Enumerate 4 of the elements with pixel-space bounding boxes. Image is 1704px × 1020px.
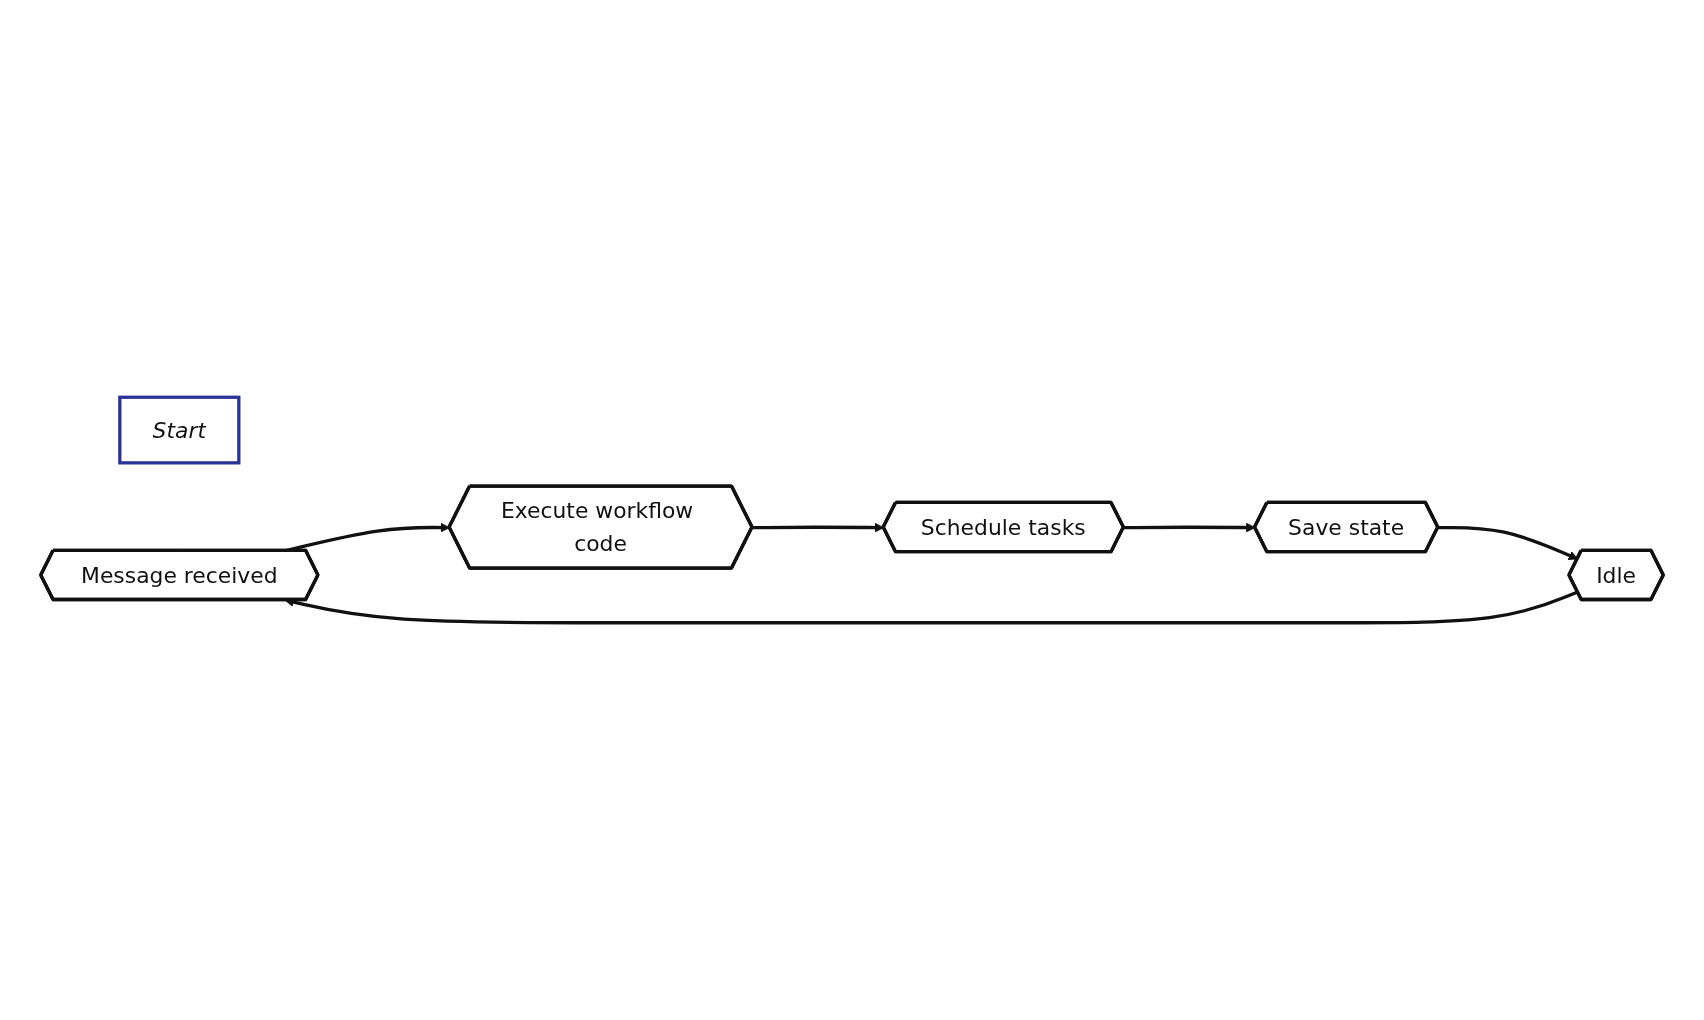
arrow (1123, 522, 1256, 533)
node-box: Start (118, 395, 241, 465)
arrow (284, 590, 1579, 625)
arrow (752, 522, 885, 533)
